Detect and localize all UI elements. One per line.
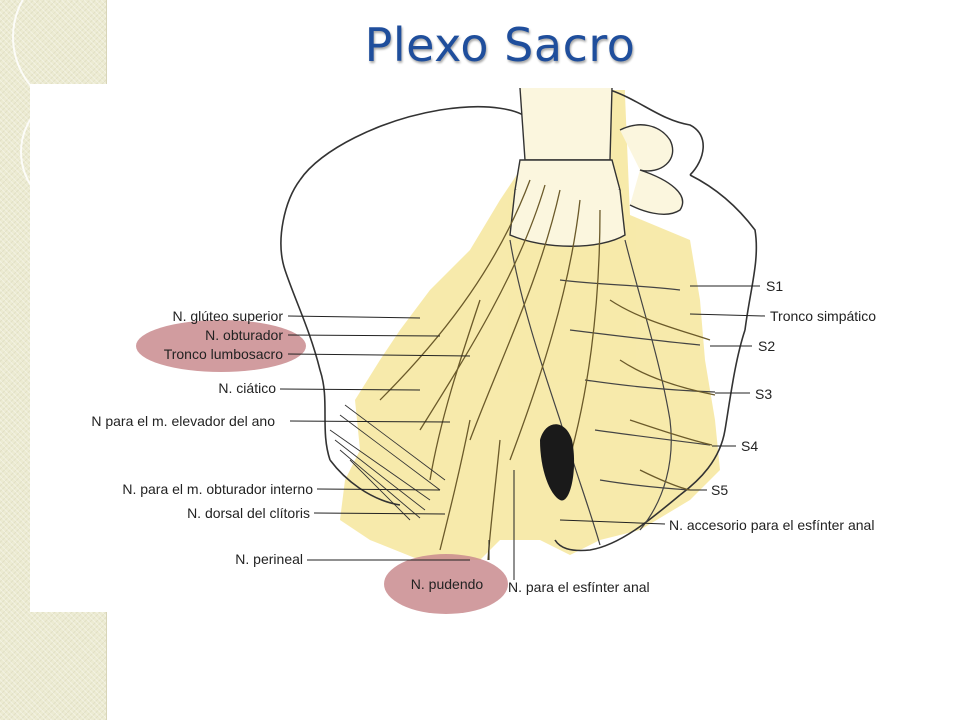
label-s5: S5 [711,482,728,498]
label-s1: S1 [766,278,783,294]
label-obturador-interno: N. para el m. obturador interno [122,481,313,497]
highlight-pudendo [384,554,508,614]
lumbar-vertebra [509,87,684,247]
label-elevador-ano: N para el m. elevador del ano [91,413,275,429]
label-esfinter-anal: N. para el esfínter anal [508,579,650,595]
label-s4: S4 [741,438,758,454]
label-s3: S3 [755,386,772,402]
label-perineal: N. perineal [235,551,303,567]
slide-title: Plexo Sacro [364,18,636,72]
label-pudendo: N. pudendo [411,576,484,592]
label-s2: S2 [758,338,775,354]
rectum-opening [540,424,575,501]
label-dorsal-clitoris: N. dorsal del clítoris [187,505,310,521]
obturator-muscle [329,404,446,521]
label-accesorio-esfinter: N. accesorio para el esfínter anal [669,517,874,533]
label-ciatico: N. ciático [218,380,276,396]
label-tronco-lumbosacro: Tronco lumbosacro [164,346,284,362]
sacrum [509,239,716,546]
leader-lines [279,285,766,580]
label-tronco-simpatico: Tronco simpático [770,308,876,324]
label-obturador: N. obturador [205,327,283,343]
highlight-tronco-lumbosacro [136,320,306,372]
label-gluteo-superior: N. glúteo superior [172,308,283,324]
